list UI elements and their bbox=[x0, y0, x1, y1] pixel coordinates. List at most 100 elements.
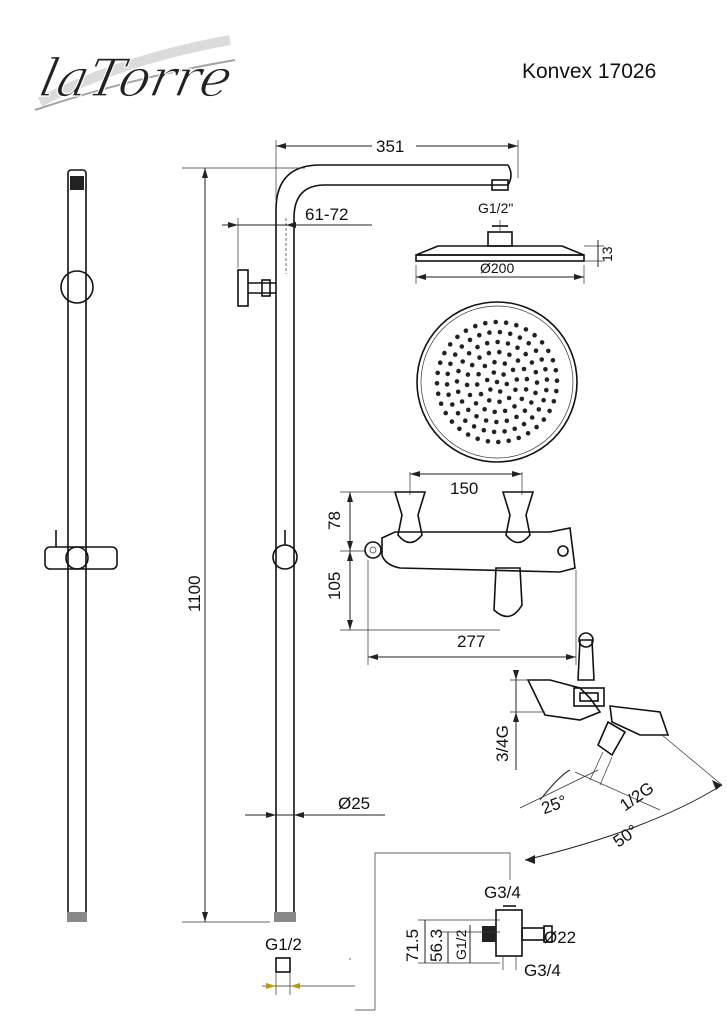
brand-logo: laTorre bbox=[34, 35, 238, 111]
inlet-top-label: G3/4 bbox=[484, 883, 521, 902]
nozzle-dot bbox=[521, 366, 527, 372]
model-title: Konvex 17026 bbox=[522, 60, 656, 83]
nozzle-dot bbox=[459, 344, 465, 349]
nozzle-dot bbox=[434, 381, 440, 386]
nozzle-dot bbox=[519, 396, 525, 402]
nozzle-dot bbox=[437, 360, 443, 366]
nozzle-dot bbox=[553, 368, 559, 373]
nozzle-dot bbox=[523, 387, 529, 392]
nozzle-dot bbox=[464, 382, 470, 388]
nozzle-dot bbox=[450, 402, 455, 407]
nozzle-dot bbox=[444, 382, 450, 387]
nozzle-dot bbox=[474, 382, 480, 387]
nozzle-dot bbox=[485, 439, 491, 444]
nozzle-dot bbox=[484, 377, 490, 383]
nozzle-dot bbox=[526, 341, 531, 346]
nozzle-dot bbox=[467, 337, 473, 343]
nozzle-dot bbox=[474, 414, 479, 419]
nozzle-dot bbox=[497, 399, 502, 405]
nozzle-dot bbox=[460, 359, 466, 364]
nozzle-dot bbox=[476, 371, 481, 377]
nozzle-dot bbox=[475, 344, 480, 350]
mixer-spacing-label: 150 bbox=[450, 479, 478, 498]
nozzle-dot bbox=[541, 417, 547, 422]
dimension-bracket-range: 61-72 bbox=[222, 205, 372, 274]
nozzle-dot bbox=[529, 360, 535, 365]
nozzle-dot bbox=[483, 418, 489, 423]
nozzle-dot bbox=[467, 392, 473, 398]
nozzle-dot bbox=[517, 335, 523, 340]
bottom-connection: G1/2 bbox=[262, 852, 511, 1011]
nozzle-dot bbox=[514, 377, 520, 382]
nozzle-dot bbox=[534, 380, 540, 385]
nozzle-dot bbox=[502, 361, 508, 366]
nozzle-dot bbox=[546, 348, 551, 354]
nozzle-dot bbox=[487, 330, 492, 335]
nozzle-dot bbox=[435, 370, 441, 376]
nozzle-dot bbox=[449, 419, 455, 424]
nozzle-dot bbox=[455, 334, 460, 340]
front-view-column bbox=[44, 169, 118, 922]
nozzle-dot bbox=[539, 340, 545, 345]
nozzle-dot bbox=[484, 340, 490, 346]
nozzle-dot bbox=[501, 372, 506, 377]
nozzle-dot bbox=[496, 439, 501, 445]
nozzle-dot bbox=[550, 358, 556, 363]
nozzle-dot bbox=[465, 432, 471, 437]
nozzle-dot bbox=[443, 410, 449, 416]
nozzle-dot bbox=[533, 369, 539, 375]
nozzle-dot bbox=[523, 351, 528, 357]
nozzle-dot bbox=[497, 389, 503, 394]
nozzle-dot bbox=[506, 395, 512, 401]
nozzle-dot bbox=[506, 438, 512, 444]
nozzle-dot bbox=[455, 389, 461, 395]
inlet-side-thread-label: G1/2 bbox=[453, 929, 469, 960]
nozzle-dot bbox=[486, 350, 492, 356]
nozzle-dot bbox=[544, 377, 550, 382]
nozzle-dot bbox=[544, 387, 549, 393]
nozzle-dot bbox=[516, 435, 521, 441]
nozzle-dot bbox=[533, 390, 538, 396]
nozzle-dot bbox=[469, 362, 475, 368]
column-height-label: 1100 bbox=[185, 575, 204, 612]
nozzle-dot bbox=[477, 332, 482, 338]
nozzle-dot bbox=[504, 381, 510, 387]
nozzle-dot bbox=[551, 399, 557, 404]
nozzle-dot bbox=[513, 387, 518, 393]
nozzle-dot bbox=[454, 379, 460, 384]
head-diameter-label: Ø200 bbox=[480, 260, 514, 276]
nozzle-dot bbox=[514, 322, 519, 328]
dimension-arm-length: 351 bbox=[275, 134, 519, 200]
nozzle-dot bbox=[463, 328, 469, 334]
nozzle-dot bbox=[482, 407, 487, 412]
nozzle-dot bbox=[554, 388, 559, 394]
inlet-height-partial-label: 56.3 bbox=[427, 929, 446, 962]
nozzle-dot bbox=[477, 355, 482, 360]
nozzle-dot bbox=[457, 426, 462, 432]
nozzle-dot bbox=[521, 421, 527, 427]
nozzle-dot bbox=[524, 376, 530, 382]
mixer-lower-label: 105 bbox=[325, 572, 344, 600]
spout-angle-large-label: 50° bbox=[610, 821, 642, 851]
nozzle-dot bbox=[493, 319, 499, 325]
nozzle-dot bbox=[543, 367, 548, 372]
nozzle-dot bbox=[456, 368, 461, 374]
nozzle-dot bbox=[445, 371, 451, 377]
mixer-width-label: 277 bbox=[457, 632, 485, 651]
nozzle-dot bbox=[494, 379, 500, 385]
nozzle-dot bbox=[547, 408, 552, 414]
nozzle-dot bbox=[465, 372, 471, 377]
shower-head-top bbox=[416, 301, 578, 463]
nozzle-dot bbox=[541, 397, 546, 403]
nozzle-dot bbox=[481, 427, 487, 433]
nozzle-dot bbox=[466, 351, 472, 356]
head-height-label: 13 bbox=[599, 246, 615, 262]
nozzle-dot bbox=[539, 357, 544, 362]
mixer-front: 150 78 105 277 bbox=[325, 471, 577, 665]
nozzle-dot bbox=[515, 358, 521, 363]
nozzle-dot bbox=[507, 352, 512, 358]
nozzle-dot bbox=[455, 411, 461, 416]
mixer-upper-label: 78 bbox=[325, 511, 344, 530]
nozzle-dot bbox=[492, 359, 497, 365]
